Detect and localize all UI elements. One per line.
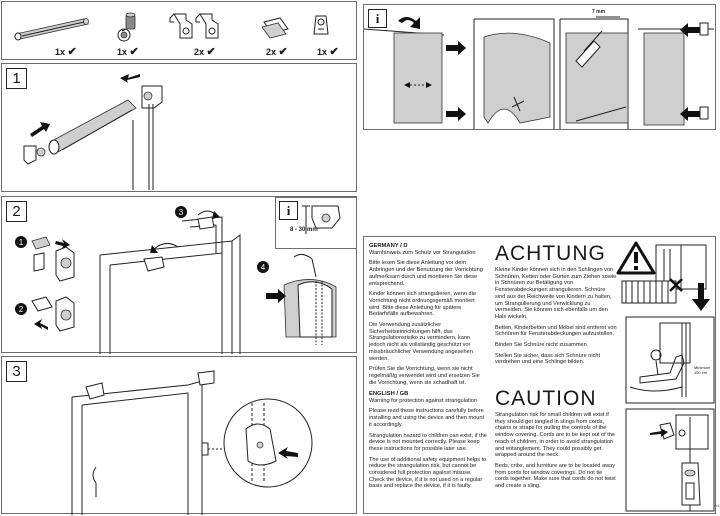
sub-step-2: 2 bbox=[19, 305, 24, 314]
german-warning-paragraph: Kleine Kinder können sich in den Schling… bbox=[495, 267, 617, 320]
german-heading: GERMANY / D bbox=[369, 243, 408, 249]
page-mark: 4/4 bbox=[714, 503, 720, 508]
end-cap-icon bbox=[117, 12, 136, 42]
check-icon: ✔ bbox=[67, 46, 77, 58]
info-icon: i bbox=[368, 9, 387, 28]
sub-step-3: 3 bbox=[179, 208, 184, 217]
english-warning-paragraph: Beds, cribs, and furniture are to be loc… bbox=[495, 462, 616, 490]
german-warning-text: Kleine Kinder können sich in den Schling… bbox=[495, 267, 617, 370]
check-icon: ✔ bbox=[278, 46, 288, 58]
rocking-horse-icon bbox=[629, 322, 691, 397]
step-number: 1 bbox=[6, 68, 27, 89]
step1-panel: 1 bbox=[1, 63, 357, 192]
cut-width-label: 7 mm bbox=[592, 9, 606, 15]
step-number: 3 bbox=[6, 361, 27, 382]
warning-triangle-icon bbox=[616, 241, 656, 275]
rocking-horse-frame bbox=[625, 316, 715, 404]
german-warning-paragraph: Binden Sie Schnüre nicht zusammen. bbox=[495, 342, 589, 349]
bracket-distance-label: 8 - 30 mm bbox=[290, 227, 318, 233]
german-instructions: GERMANY / D Warnhinweis zum Schutz vor S… bbox=[369, 243, 487, 390]
info-bracket-illustration bbox=[302, 205, 341, 234]
sub-step-1: 1 bbox=[19, 238, 24, 247]
crib-window-icon bbox=[621, 244, 707, 304]
english-warning-text: Strangulation risk for small children wi… bbox=[495, 412, 617, 494]
part-qty-clip: 1x ✔ bbox=[317, 46, 339, 58]
bracket-pair-icon bbox=[169, 13, 219, 39]
sub-step-4: 4 bbox=[261, 263, 266, 272]
german-warning-paragraph: Stellen Sie sicher, dass sich Schnüre ni… bbox=[495, 352, 601, 366]
english-warning-paragraph: Strangulation risk for small children wi… bbox=[495, 412, 616, 459]
safety-warning-panel: GERMANY / D Warnhinweis zum Schutz vor S… bbox=[363, 236, 716, 514]
check-icon: ✔ bbox=[329, 46, 339, 58]
check-icon: ✔ bbox=[206, 46, 216, 58]
part-qty-brackets: 2x ✔ bbox=[194, 46, 216, 58]
german-paragraph: Bitte lesen Sie diese Anleitung vor dem … bbox=[369, 260, 483, 287]
step2-panel: 2 1 2 3 4 bbox=[1, 196, 357, 354]
german-paragraph: Die Verwendung zusätzlicher Sicherheitse… bbox=[369, 322, 473, 362]
warning-title-english: CAUTION bbox=[495, 387, 597, 410]
german-paragraph: Prüfen Sie die Vorrichtung, wenn sie nic… bbox=[369, 366, 480, 386]
chain-safety-clip-icon bbox=[313, 15, 329, 35]
step1-illustration bbox=[23, 74, 163, 190]
english-heading: ENGLISH / GB bbox=[369, 391, 409, 397]
step2-illustration: 1 2 3 4 bbox=[15, 206, 337, 354]
english-paragraph: Strangulation hazard to children can exi… bbox=[369, 432, 487, 452]
part-qty-tube: 1x ✔ bbox=[55, 46, 77, 58]
down-arrow-icon bbox=[692, 283, 710, 311]
safety-clip-icon bbox=[650, 414, 709, 511]
warning-pictograms bbox=[616, 241, 715, 512]
roller-tube-icon bbox=[14, 18, 89, 41]
adhesive-pad-icon bbox=[261, 17, 289, 39]
english-instructions: ENGLISH / GB Warning for protection agai… bbox=[369, 391, 487, 494]
safety-clip-frame bbox=[625, 408, 715, 512]
step2-info-box: i 8 - 30 mm bbox=[275, 197, 357, 249]
english-subheading: Warning for protection against strangula… bbox=[369, 397, 477, 404]
english-paragraph: Please read these instructions carefully… bbox=[369, 408, 485, 428]
part-qty-endcap: 1x ✔ bbox=[117, 46, 139, 58]
german-warning-paragraph: Betten, Kinderbetten und Möbel sind entf… bbox=[495, 324, 617, 338]
step-number: 2 bbox=[6, 201, 27, 222]
german-subheading: Warnhinweis zum Schutz vor Strangulation bbox=[369, 249, 476, 256]
parts-illustrations bbox=[14, 12, 329, 42]
check-icon: ✔ bbox=[129, 46, 139, 58]
cutting-illustrations bbox=[363, 16, 714, 129]
german-paragraph: Kinder können sich strangulieren, wenn d… bbox=[369, 291, 476, 318]
step3-illustration bbox=[71, 370, 313, 515]
parts-panel: 1x ✔ 1x ✔ 2x ✔ 2x ✔ 1x ✔ bbox=[1, 1, 357, 60]
english-paragraph: The use of additional safety equipment h… bbox=[369, 456, 487, 490]
part-qty-pads: 2x ✔ bbox=[266, 46, 288, 58]
cutting-info-panel: i 7 mm bbox=[363, 4, 716, 130]
step3-panel: 3 bbox=[1, 356, 357, 515]
minimum-height-label: Minimum 150 cm bbox=[694, 365, 711, 375]
warning-title-german: ACHTUNG bbox=[495, 242, 606, 265]
info-icon: i bbox=[279, 201, 298, 220]
